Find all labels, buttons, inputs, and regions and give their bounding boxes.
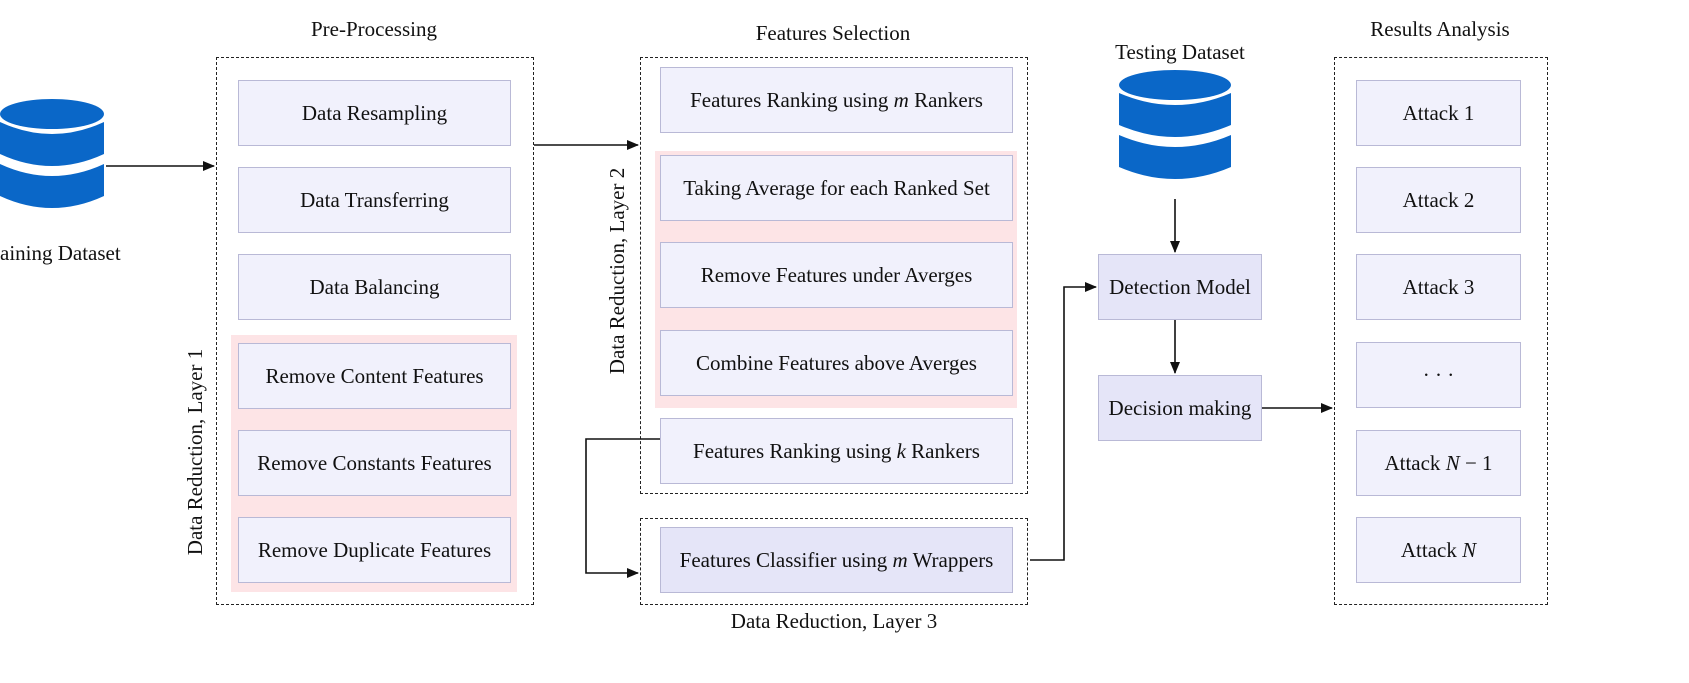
layer3-label: Data Reduction, Layer 3 [730, 609, 938, 633]
step-remove-duplicate-features: Remove Duplicate Features [238, 517, 511, 583]
layer3-container [640, 518, 1028, 605]
preprocessing-title: Pre-Processing [311, 17, 437, 41]
training-dataset-label: aining Dataset [0, 241, 121, 265]
step-combine-features-above-averages: Combine Features above Averges [660, 330, 1013, 396]
results-analysis-title: Results Analysis [1370, 17, 1510, 41]
attack-1: Attack 1 [1356, 80, 1521, 146]
results-container [1334, 57, 1548, 605]
features-ranking-m-rankers: Features Ranking using m Rankers [660, 67, 1013, 133]
step-data-resampling: Data Resampling [238, 80, 511, 146]
attack-n-minus-1: Attack N − 1 [1356, 430, 1521, 496]
features-ranking-k-rankers: Features Ranking using k Rankers [660, 418, 1013, 484]
step-remove-features-under-averages: Remove Features under Averges [660, 242, 1013, 308]
attack-ellipsis: · · · [1356, 342, 1521, 408]
step-remove-constants-features: Remove Constants Features [238, 430, 511, 496]
arrow-classifier-to-detection [1030, 282, 1097, 561]
attack-n: Attack N [1356, 517, 1521, 583]
arrow-ranking-k-to-classifier [585, 438, 660, 578]
testing-database-icon [1119, 70, 1231, 179]
features-selection-title: Features Selection [755, 21, 911, 45]
training-database-icon [0, 99, 104, 208]
features-classifier-m-wrappers: Features Classifier using m Wrappers [660, 527, 1013, 593]
attack-2: Attack 2 [1356, 167, 1521, 233]
step-data-balancing: Data Balancing [238, 254, 511, 320]
step-remove-content-features: Remove Content Features [238, 343, 511, 409]
preprocessing-container [216, 57, 534, 605]
step-taking-average: Taking Average for each Ranked Set [660, 155, 1013, 221]
features-selection-container [640, 57, 1028, 494]
decision-making: Decision making [1098, 375, 1262, 441]
step-data-transferring: Data Transferring [238, 167, 511, 233]
detection-model: Detection Model [1098, 254, 1262, 320]
attack-3: Attack 3 [1356, 254, 1521, 320]
testing-dataset-label: Testing Dataset [1115, 40, 1245, 64]
